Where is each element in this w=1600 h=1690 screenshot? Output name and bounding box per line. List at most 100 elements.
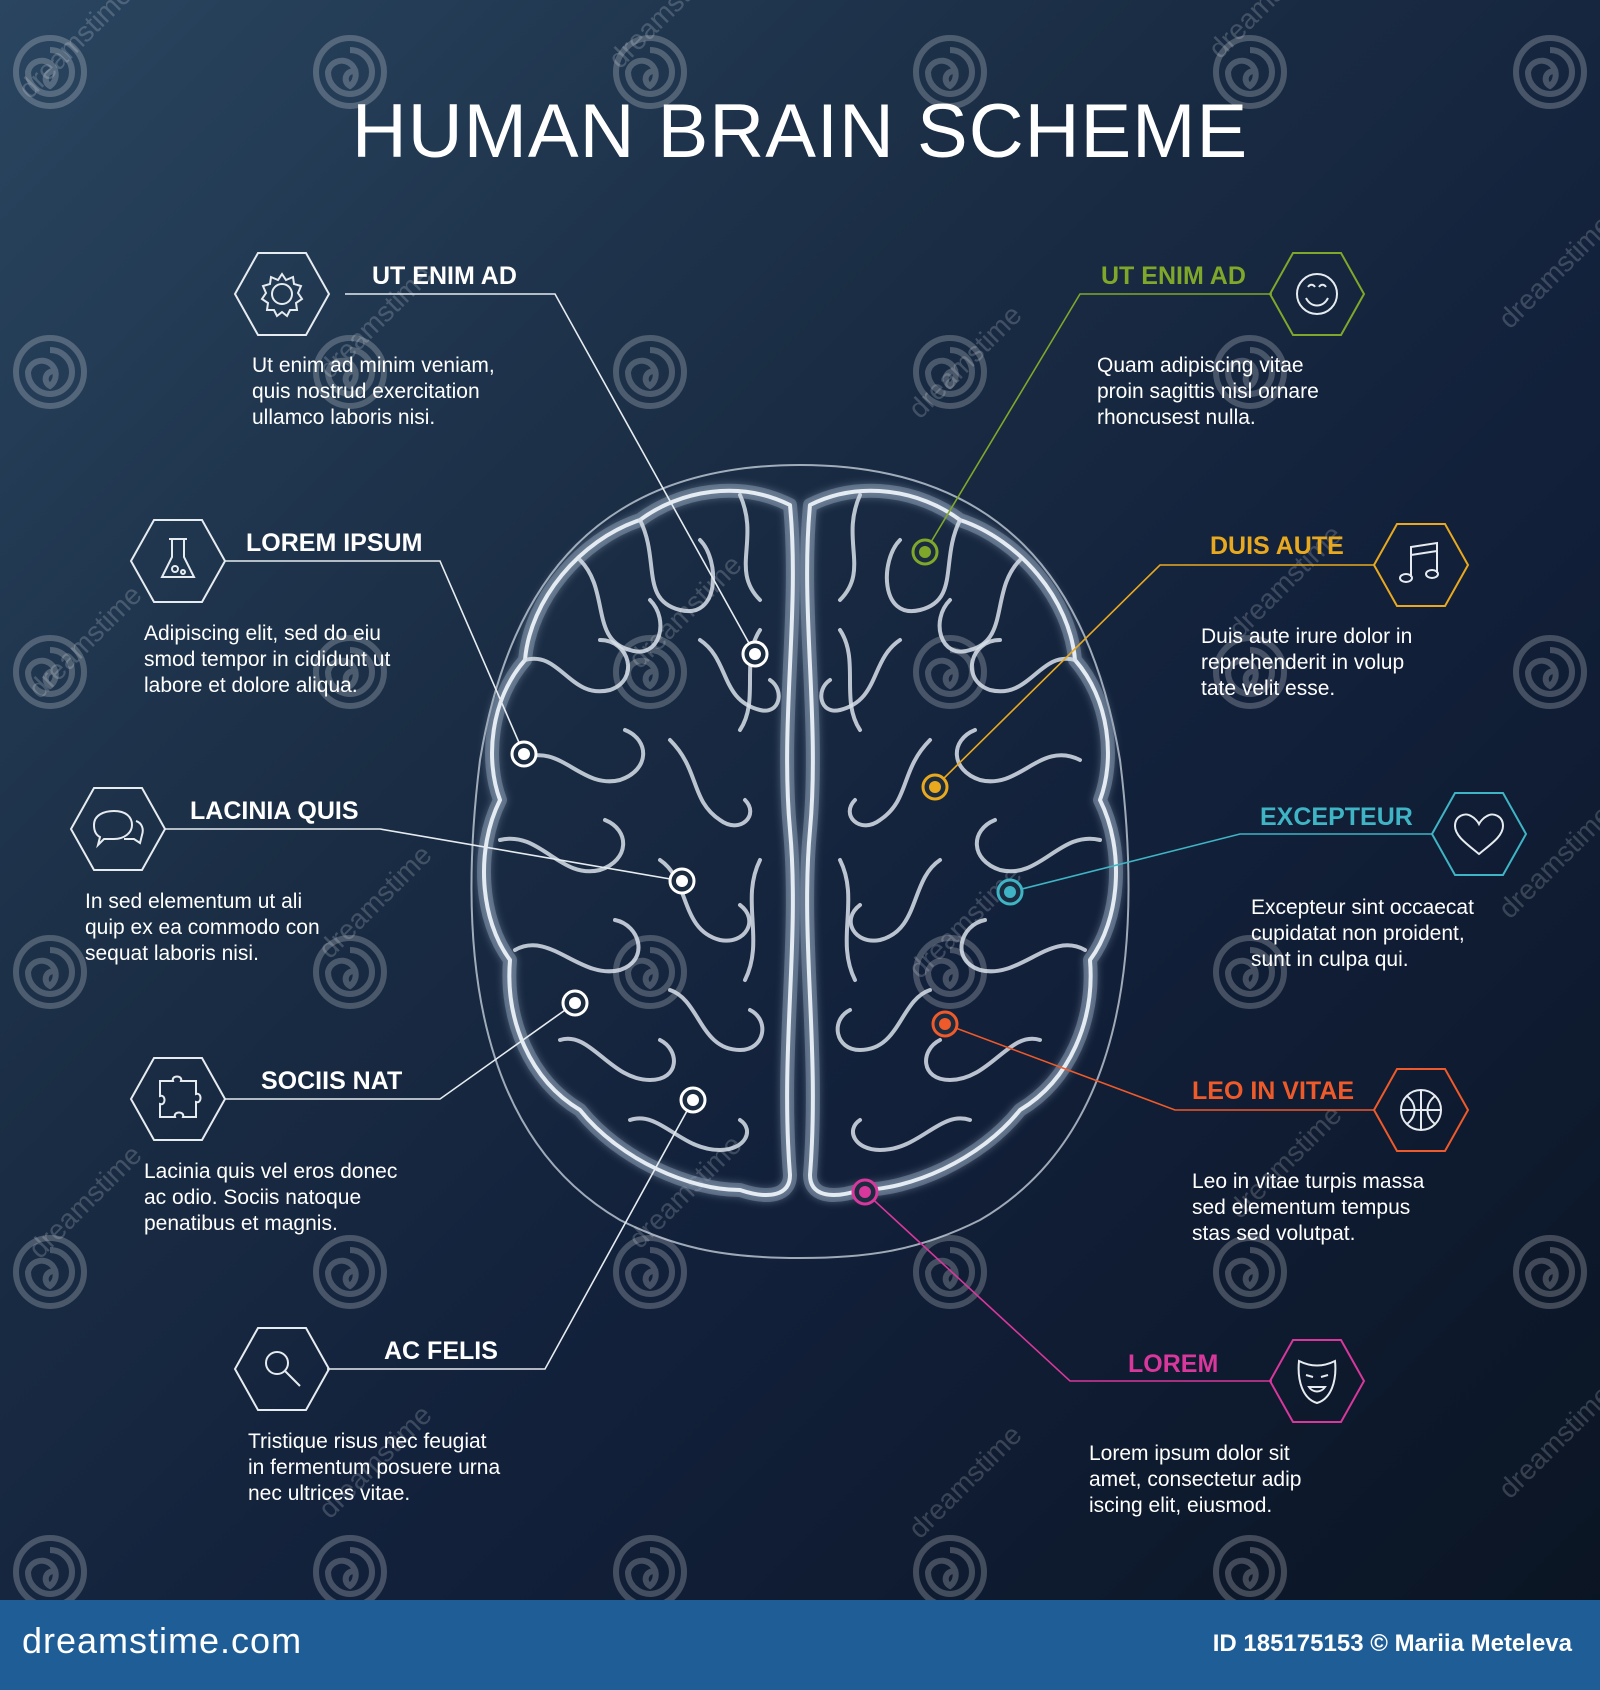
marker-lorem xyxy=(851,1178,879,1206)
item-desc-duis-aute: Duis aute irure dolor in reprehenderit i… xyxy=(1201,624,1412,702)
marker-lacinia-quis xyxy=(668,867,696,895)
watermark-swirl xyxy=(16,1538,84,1600)
desc-line: stas sed volutpat. xyxy=(1192,1222,1356,1245)
desc-line: ullamco laboris nisi. xyxy=(252,406,436,429)
desc-line: Tristique risus nec feugiat xyxy=(248,1430,487,1453)
watermark-text: dreamstime xyxy=(602,0,727,74)
connector-duis-aute xyxy=(934,564,1375,788)
desc-line: quis nostrud exercitation xyxy=(252,380,480,403)
desc-line: tate velit esse. xyxy=(1201,677,1336,700)
item-title-lorem-ipsum: LOREM IPSUM xyxy=(246,529,423,557)
footer-logo[interactable]: dreamstime.com xyxy=(22,1620,303,1661)
page-title: HUMAN BRAIN SCHEME xyxy=(351,89,1249,174)
watermark-text: dreamstime xyxy=(902,859,1027,984)
item-desc-ac-felis: Tristique risus nec feugiat in fermentum… xyxy=(248,1429,500,1507)
watermark-swirl xyxy=(16,938,84,1006)
desc-line: Lacinia quis vel eros donec xyxy=(144,1160,398,1183)
desc-line: Excepteur sint occaecat xyxy=(1251,896,1474,919)
desc-line: quip ex ea commodo con xyxy=(85,916,320,939)
marker-ut-enim-ad-right xyxy=(911,538,939,566)
watermark-text: dreamstime xyxy=(1492,799,1600,924)
watermark-text: dreamstime xyxy=(902,1419,1027,1544)
brain-markers xyxy=(510,538,1024,1206)
item-title-lacinia-quis: LACINIA QUIS xyxy=(190,797,359,825)
desc-line: Ut enim ad minim veniam, xyxy=(252,354,495,377)
head-outline xyxy=(470,463,1130,1260)
marker-ut-enim-ad-left xyxy=(741,640,769,668)
magnifier-icon xyxy=(233,1327,331,1411)
desc-line: cupidatat non proident, xyxy=(1251,922,1465,945)
desc-line: penatibus et magnis. xyxy=(144,1212,338,1235)
item-desc-lacinia-quis: In sed elementum ut ali quip ex ea commo… xyxy=(85,889,320,967)
desc-line: amet, consectetur adip xyxy=(1089,1468,1302,1491)
watermark-swirl xyxy=(616,1538,684,1600)
desc-line: proin sagittis nisl ornare xyxy=(1097,380,1319,403)
item-desc-leo-in-vitae: Leo in vitae turpis massa sed elementum … xyxy=(1192,1169,1424,1247)
watermark-text: dreamstime xyxy=(1492,1379,1600,1504)
connector-sociis-nat xyxy=(225,1002,576,1100)
watermark-swirl xyxy=(1516,1238,1584,1306)
desc-line: labore et dolore aliqua. xyxy=(144,674,358,697)
desc-line: Adipiscing elit, sed do eiu xyxy=(144,622,381,645)
item-title-lorem: LOREM xyxy=(1128,1350,1219,1378)
item-desc-sociis-nat: Lacinia quis vel eros donec ac odio. Soc… xyxy=(144,1159,397,1237)
basketball-icon xyxy=(1372,1068,1470,1152)
watermark-swirl xyxy=(1216,1538,1284,1600)
desc-line: In sed elementum ut ali xyxy=(85,890,303,913)
puzzle-icon xyxy=(129,1057,227,1141)
item-title-sociis-nat: SOCIIS NAT xyxy=(261,1067,403,1095)
diagram-graphics: dreamstime dreamstime dreamstime dreamstime… xyxy=(12,0,1600,1600)
marker-leo-in-vitae xyxy=(931,1010,959,1038)
watermark-swirl xyxy=(616,338,684,406)
watermark-swirl xyxy=(1516,638,1584,706)
footer-bar: dreamstime.com ID 185175153 © Mariia Met… xyxy=(0,1600,1600,1690)
item-desc-ut-enim-ad-left: Ut enim ad minim veniam, quis nostrud ex… xyxy=(252,353,495,431)
marker-excepteur xyxy=(996,878,1024,906)
brain-illustration xyxy=(476,483,1124,1202)
watermark-swirl xyxy=(1216,1238,1284,1306)
desc-line: reprehenderit in volup xyxy=(1201,651,1405,674)
item-desc-excepteur: Excepteur sint occaecat cupidatat non pr… xyxy=(1251,895,1474,973)
connector-lines xyxy=(165,293,1433,1382)
desc-line: iscing elit, eiusmod. xyxy=(1089,1494,1273,1517)
flask-icon xyxy=(129,519,227,603)
item-title-ut-enim-ad-left: UT ENIM AD xyxy=(372,262,517,290)
desc-line: sed elementum tempus xyxy=(1192,1196,1411,1219)
desc-line: Duis aute irure dolor in xyxy=(1201,625,1413,648)
item-title-ac-felis: AC FELIS xyxy=(384,1337,498,1365)
connector-excepteur xyxy=(1009,833,1433,893)
item-title-leo-in-vitae: LEO IN VITAE xyxy=(1192,1077,1355,1105)
desc-line: Lorem ipsum dolor sit xyxy=(1089,1442,1290,1465)
watermark-text: dreamstime xyxy=(22,1139,147,1264)
connector-ut-enim-ad-right xyxy=(924,293,1272,553)
watermark-swirl xyxy=(316,1238,384,1306)
watermark-text: dreamstime xyxy=(1492,209,1600,334)
icon-hexagons xyxy=(69,252,1528,1423)
music-note-icon xyxy=(1372,523,1470,607)
marker-duis-aute xyxy=(921,773,949,801)
connector-ac-felis xyxy=(327,1099,694,1370)
marker-ac-felis xyxy=(679,1086,707,1114)
marker-lorem-ipsum xyxy=(510,740,538,768)
desc-line: ac odio. Sociis natoque xyxy=(144,1186,362,1209)
desc-line: nec ultrices vitae. xyxy=(248,1482,411,1505)
marker-sociis-nat xyxy=(561,989,589,1017)
connector-lacinia-quis xyxy=(165,828,683,882)
connector-ut-enim-ad-left xyxy=(345,293,756,655)
watermark-swirl xyxy=(616,938,684,1006)
heart-icon xyxy=(1430,792,1528,876)
desc-line: in fermentum posuere urna xyxy=(248,1456,501,1479)
watermark-swirl xyxy=(316,1538,384,1600)
desc-line: sequat laboris nisi. xyxy=(85,942,259,965)
desc-line: Quam adipiscing vitae xyxy=(1097,354,1304,377)
item-title-excepteur: EXCEPTEUR xyxy=(1260,803,1413,831)
connector-leo-in-vitae xyxy=(944,1023,1375,1111)
desc-line: sunt in culpa qui. xyxy=(1251,948,1409,971)
item-title-duis-aute: DUIS AUTE xyxy=(1210,532,1344,560)
smiley-icon xyxy=(1268,252,1366,336)
desc-line: rhoncusest nulla. xyxy=(1097,406,1256,429)
gear-icon xyxy=(233,252,331,336)
mask-icon xyxy=(1268,1339,1366,1423)
item-desc-lorem: Lorem ipsum dolor sit amet, consectetur … xyxy=(1089,1441,1301,1519)
